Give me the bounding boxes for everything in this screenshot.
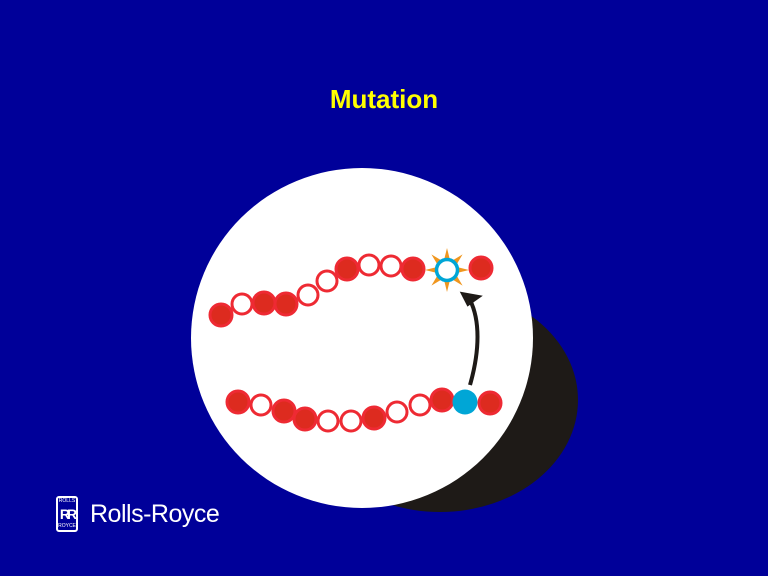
top-chain-gene-filled bbox=[400, 256, 426, 282]
top-chain-gene-filled bbox=[251, 290, 277, 316]
cell bbox=[191, 168, 533, 508]
bottom-chain-gene-open bbox=[385, 400, 409, 424]
bottom-chain-gene-filled bbox=[361, 405, 387, 431]
rolls-royce-logo: ROLLS RR ROYCE Rolls-Royce bbox=[56, 496, 220, 532]
badge-top: ROLLS bbox=[58, 498, 76, 504]
slide-title: Mutation bbox=[329, 84, 439, 114]
top-chain-gene-filled bbox=[208, 302, 234, 328]
bottom-chain-gene-filled bbox=[271, 398, 297, 424]
top-chain-gene-open bbox=[315, 269, 339, 293]
mutation-arrow bbox=[468, 299, 480, 386]
arrow-head-icon bbox=[459, 291, 483, 307]
top-chain-gene-filled bbox=[334, 256, 360, 282]
bottom-chain-gene-open bbox=[408, 393, 432, 417]
badge-mark: RR bbox=[59, 506, 77, 522]
top-chain-gene-open bbox=[357, 253, 381, 277]
top-chain-mutated-gene bbox=[434, 257, 460, 283]
bottom-chain-source-gene bbox=[452, 389, 478, 415]
bottom-chain-gene-open bbox=[249, 393, 273, 417]
bottom-chain-gene-filled bbox=[292, 406, 318, 432]
bottom-chain-gene-open bbox=[339, 409, 363, 433]
bottom-chain-gene-filled bbox=[225, 389, 251, 415]
top-chain-gene-open bbox=[379, 254, 403, 278]
bottom-chain-gene-filled bbox=[477, 390, 503, 416]
bottom-chain-gene-open bbox=[316, 409, 340, 433]
rr-badge-icon: ROLLS RR ROYCE bbox=[56, 496, 78, 532]
top-chain-gene-filled bbox=[273, 291, 299, 317]
bottom-chain-gene-filled bbox=[429, 387, 455, 413]
brand-name: Rolls-Royce bbox=[90, 499, 220, 528]
top-chain-gene-filled bbox=[468, 255, 494, 281]
top-chain-gene-open bbox=[296, 283, 320, 307]
top-chain-gene-open bbox=[230, 292, 254, 316]
badge-bottom: ROYCE bbox=[58, 523, 76, 529]
